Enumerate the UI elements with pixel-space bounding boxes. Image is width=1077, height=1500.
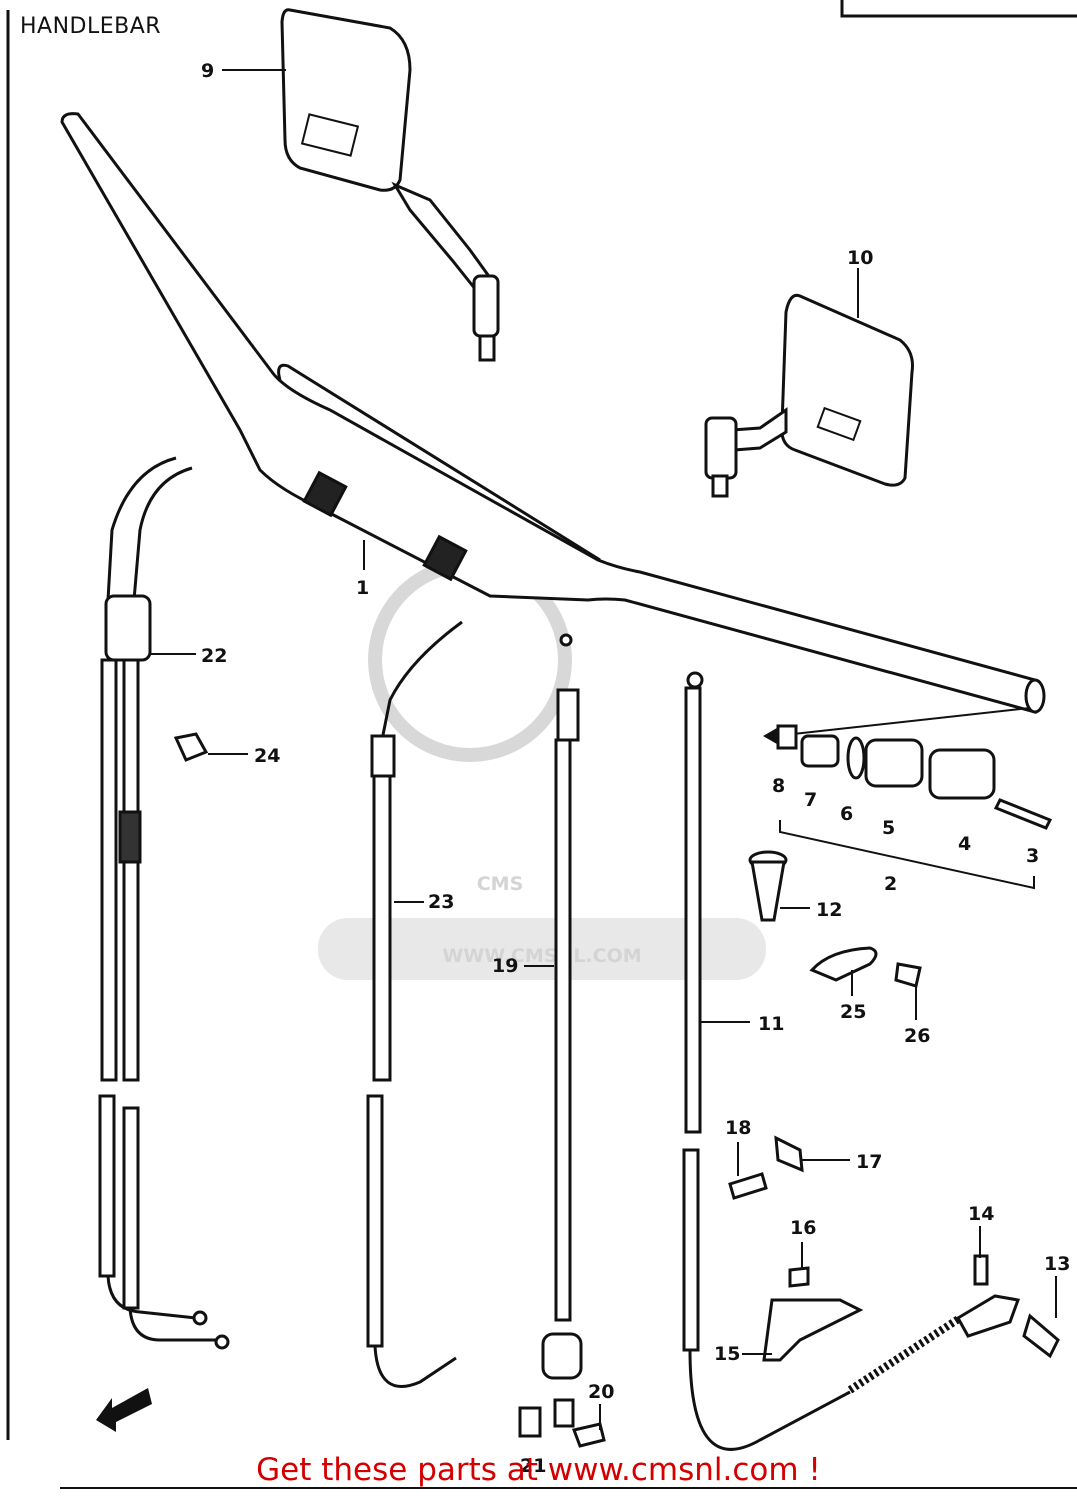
label-part-23: 23 <box>428 891 454 913</box>
footer-link[interactable]: Get these parts at www.cmsnl.com ! <box>256 1452 821 1488</box>
bar-end-assembly <box>762 707 1053 890</box>
handlebar <box>60 112 1046 714</box>
label-part-13: 13 <box>1044 1253 1070 1275</box>
throttle-cables <box>98 456 230 1350</box>
label-part-16: 16 <box>790 1217 816 1239</box>
part-labels: 9 10 1 22 24 8 7 6 5 4 3 2 23 12 19 25 1… <box>201 60 1070 1477</box>
diagram-title: HANDLEBAR <box>20 14 162 39</box>
label-part-3: 3 <box>1026 845 1039 867</box>
leader-lines <box>150 69 1057 1430</box>
cable-boot-12 <box>748 850 788 922</box>
mirror-left <box>280 8 500 362</box>
watermark: CMS WWW.CMSNL.COM <box>318 558 766 980</box>
label-part-22: 22 <box>201 645 227 667</box>
front-arrow-icon <box>96 1388 152 1432</box>
brake-cable-19 <box>541 633 583 1428</box>
choke-cable <box>366 620 463 1388</box>
label-part-24: 24 <box>254 745 280 767</box>
label-part-17: 17 <box>856 1151 882 1173</box>
frame-lines <box>6 0 1077 1489</box>
label-part-1: 1 <box>356 577 369 599</box>
label-part-4: 4 <box>958 833 971 855</box>
mirror-right <box>704 293 914 498</box>
label-part-25: 25 <box>840 1001 866 1023</box>
clutch-cable-11 <box>682 671 1021 1451</box>
label-part-21: 21 <box>520 1455 546 1477</box>
label-part-6: 6 <box>840 803 853 825</box>
label-part-9: 9 <box>201 60 214 82</box>
small-parts <box>518 946 1060 1448</box>
label-part-7: 7 <box>804 789 817 811</box>
label-part-8: 8 <box>772 775 785 797</box>
label-part-10: 10 <box>847 247 873 269</box>
label-part-15: 15 <box>714 1343 740 1365</box>
label-part-2: 2 <box>884 873 897 895</box>
label-part-19: 19 <box>492 955 518 977</box>
label-part-5: 5 <box>882 817 895 839</box>
label-part-11: 11 <box>758 1013 784 1035</box>
watermark-logo: CMS <box>477 873 524 895</box>
label-part-14: 14 <box>968 1203 994 1225</box>
label-part-26: 26 <box>904 1025 930 1047</box>
clamp-24 <box>173 732 209 762</box>
label-part-18: 18 <box>725 1117 751 1139</box>
watermark-url: WWW.CMSNL.COM <box>442 945 641 967</box>
label-part-20: 20 <box>588 1381 614 1403</box>
label-part-12: 12 <box>816 899 842 921</box>
